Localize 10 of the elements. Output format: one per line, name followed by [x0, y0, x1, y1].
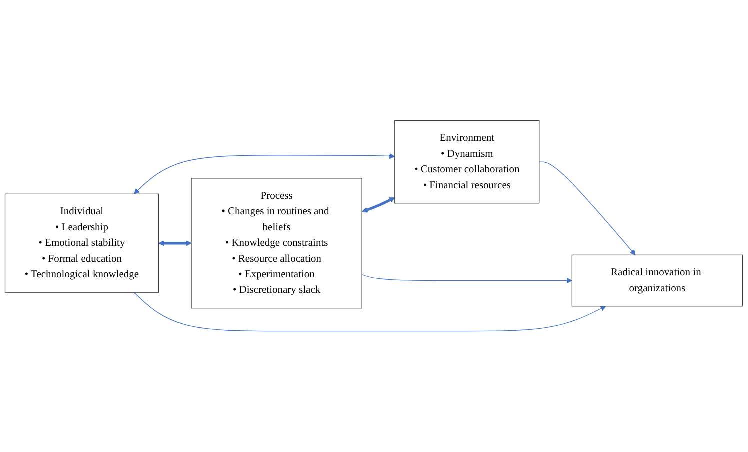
node-box: Process • Changes in routines and beliefs • Knowledge constraints • Resource allocation • Experimentation • Discretionary slack [191, 178, 362, 309]
node-box: Radical innovation in organizations [572, 254, 744, 307]
arrow [362, 274, 572, 284]
node-box: Individual • Leadership • Emotional stability • Formal education • Technological knowledge [4, 194, 160, 293]
arrow [158, 240, 192, 246]
arrow [539, 162, 636, 256]
node-box: Environment • Dynamism • Customer collaboration • Financial resources [394, 120, 540, 204]
arrow [134, 153, 396, 194]
arrow [134, 292, 606, 332]
arrow [362, 198, 396, 213]
